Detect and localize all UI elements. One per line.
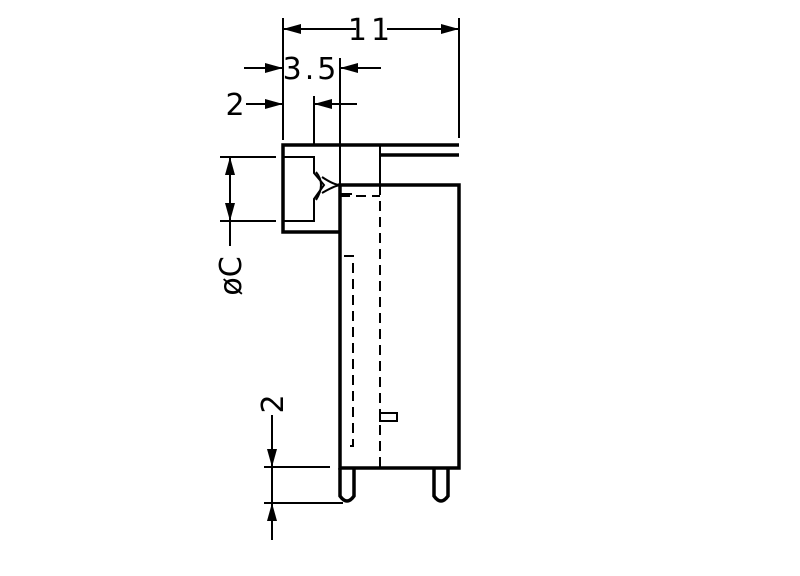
hidden-lines bbox=[339, 170, 381, 468]
side-tab bbox=[379, 412, 398, 422]
dimension-diameter: øC bbox=[214, 156, 276, 296]
dimension-overall-width: 11 bbox=[282, 13, 460, 140]
diameter-label: øC bbox=[214, 256, 249, 295]
dimension-offset-b: 2 bbox=[225, 88, 357, 145]
offset-b-label: 2 bbox=[225, 88, 244, 123]
component-outline bbox=[281, 143, 461, 470]
offset-a-label: 3.5 bbox=[283, 52, 340, 87]
pin-left bbox=[338, 468, 356, 503]
dimension-pin-length: 2 bbox=[256, 394, 343, 540]
dimension-offset-a: 3.5 bbox=[244, 52, 381, 185]
pin-right bbox=[432, 468, 450, 503]
pin-length-label: 2 bbox=[256, 394, 291, 413]
overall-width-label: 11 bbox=[348, 13, 394, 48]
